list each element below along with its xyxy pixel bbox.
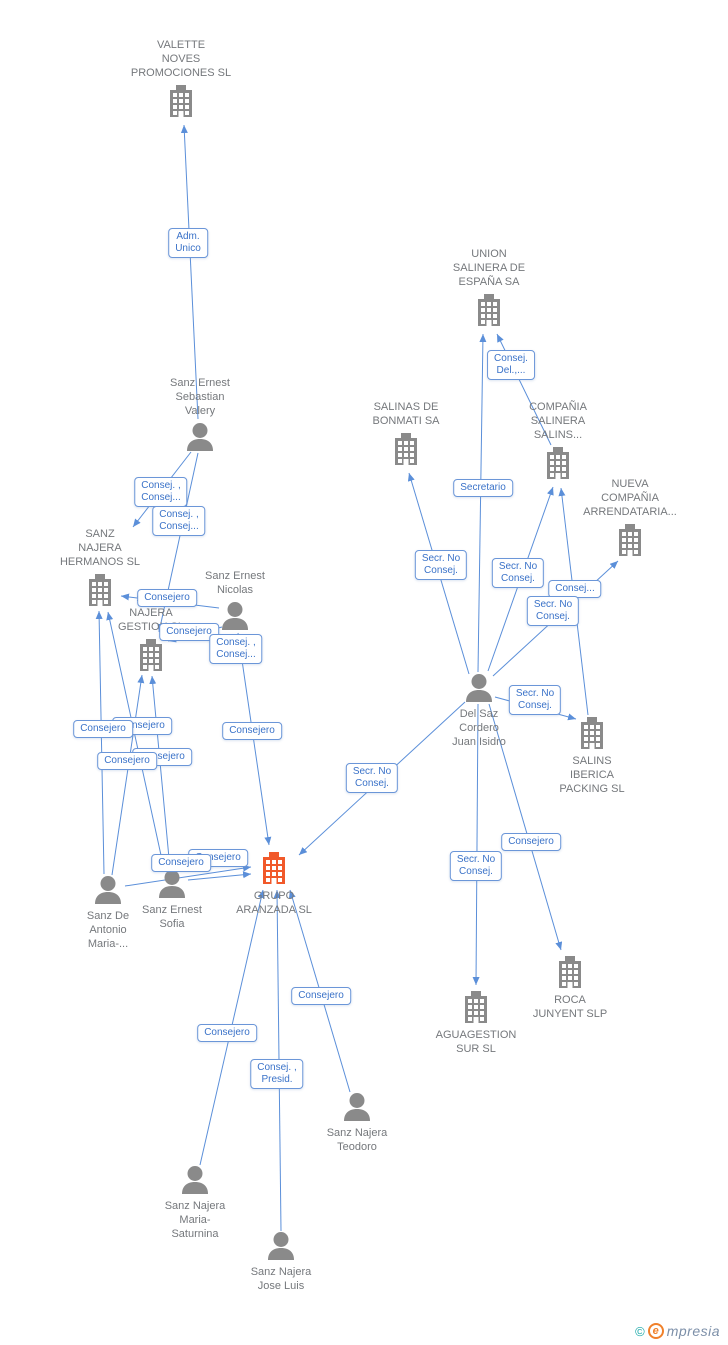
person-icon: [265, 1232, 297, 1260]
edge-valery-valette: [180, 124, 199, 420]
empresia-watermark[interactable]: © e mpresia: [635, 1323, 720, 1339]
edge-delsaz-union: [477, 333, 487, 673]
relationship-label-antonio-grupo[interactable]: Consejero: [151, 854, 211, 872]
building-icon: [541, 447, 575, 479]
relationship-label-antonio-hermanos[interactable]: Consejero: [73, 720, 133, 738]
relationship-label-antonio-gestion[interactable]: Consejero: [97, 752, 157, 770]
edge-delsaz-aguagestion: [472, 703, 480, 986]
building-icon: [553, 956, 587, 988]
edge-antonio-grupo: [124, 864, 252, 887]
relationship-label-nicolas-hermanos[interactable]: Consejero: [137, 589, 197, 607]
person-icon: [463, 674, 495, 702]
edge-sofia-grupo: [187, 871, 252, 881]
edge-antonio-hermanos: [95, 610, 105, 875]
person-icon: [341, 1093, 373, 1121]
person-icon: [156, 870, 188, 898]
person-icon: [179, 1166, 211, 1194]
building-icon: [134, 639, 168, 671]
edge-sofia-gestion: [149, 675, 171, 870]
building-icon: [257, 852, 291, 884]
relationship-label-salins-union[interactable]: Consej.Del.,...: [487, 350, 535, 380]
empresia-logo-icon: e: [647, 1323, 664, 1339]
relationship-label-joseluis-grupo[interactable]: Consej. ,Presid.: [250, 1059, 304, 1089]
relationship-label-valery-gestion[interactable]: Consej. ,Consej...: [152, 506, 206, 536]
building-icon: [472, 294, 506, 326]
building-icon: [575, 717, 609, 749]
relationship-label-valery-hermanos[interactable]: Consej. ,Consej...: [134, 477, 188, 507]
building-icon: [164, 85, 198, 117]
relationship-label-nicolas-grupo[interactable]: Consej. ,Consej...: [209, 634, 263, 664]
edge-delsaz-roca: [488, 703, 563, 951]
relationship-label-delsaz-roca[interactable]: Consejero: [501, 833, 561, 851]
edge-antonio-gestion: [111, 674, 145, 876]
copyright-symbol: ©: [635, 1323, 645, 1339]
relationship-label-nicolas-grupo[interactable]: Consejero: [222, 722, 282, 740]
relationship-label-mariasaturnina-grupo[interactable]: Consejero: [197, 1024, 257, 1042]
person-icon: [219, 602, 251, 630]
building-icon: [613, 524, 647, 556]
building-icon: [83, 574, 117, 606]
person-icon: [92, 876, 124, 904]
brand-text: mpresia: [666, 1323, 720, 1339]
relationship-label-delsaz-union[interactable]: Secretario: [453, 479, 513, 497]
relationship-label-teodoro-grupo[interactable]: Consejero: [291, 987, 351, 1005]
person-icon: [184, 423, 216, 451]
relationship-label-valery-valette[interactable]: Adm.Unico: [168, 228, 208, 258]
building-icon: [389, 433, 423, 465]
edge-sofia-hermanos: [106, 611, 165, 870]
building-icon: [459, 991, 493, 1023]
